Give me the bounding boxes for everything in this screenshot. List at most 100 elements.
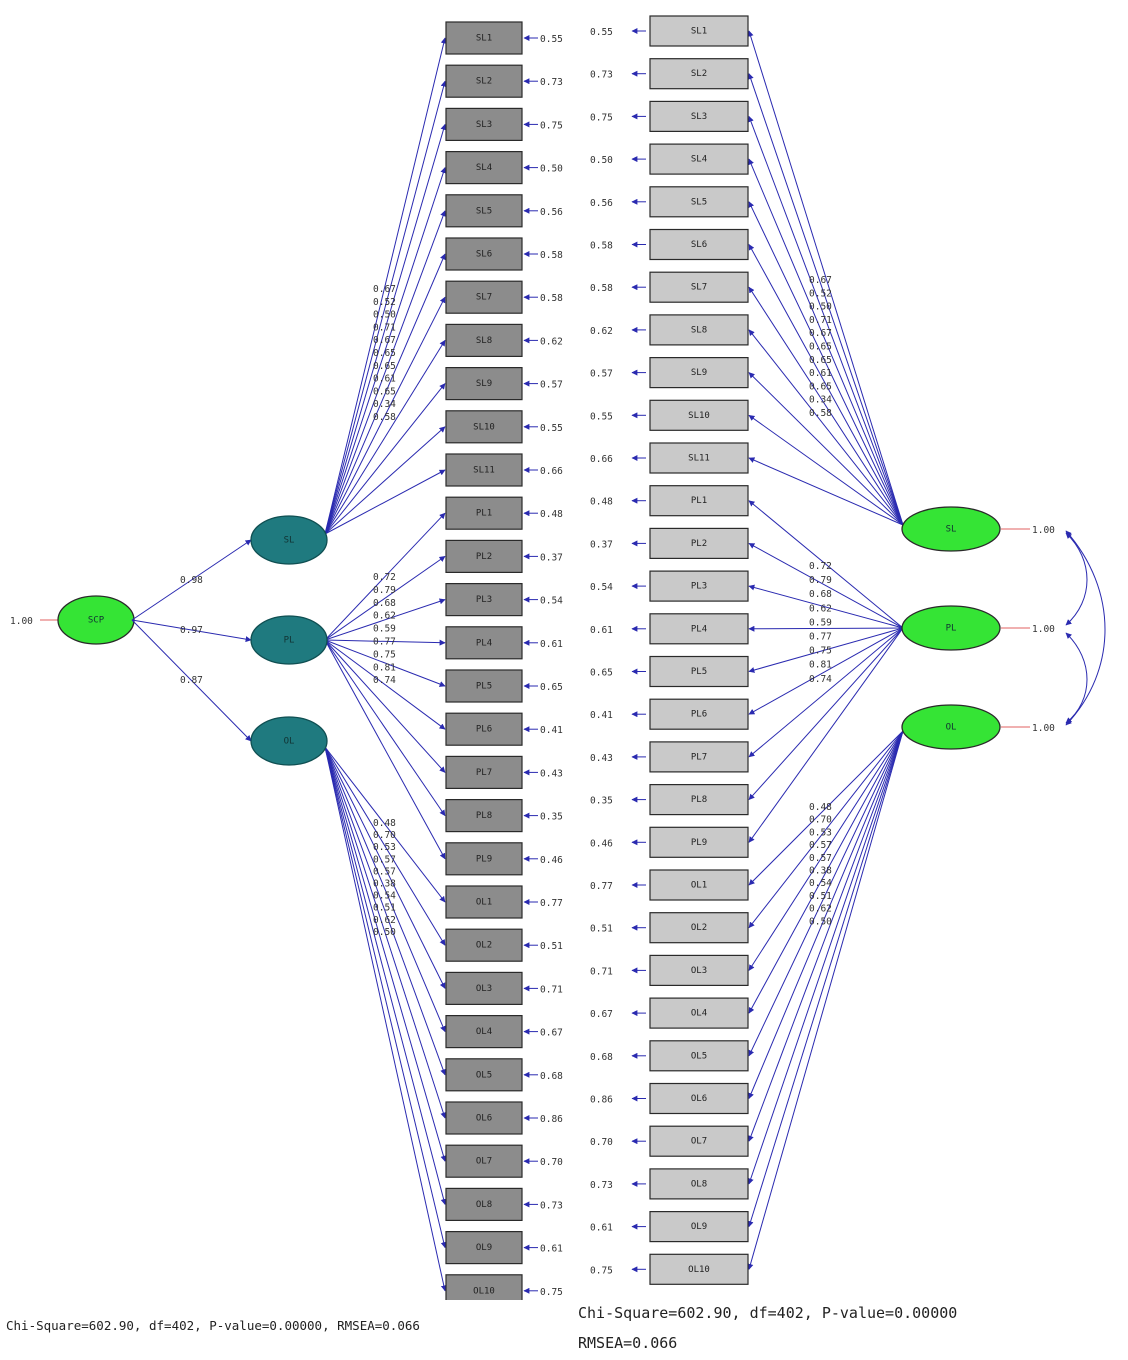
r-indicator-sl6-label: SL6: [691, 240, 707, 250]
r-indicator-ol10-label: OL10: [688, 1265, 710, 1275]
path-scp-ol: [131, 619, 252, 742]
r-indicator-sl3: [649, 100, 749, 133]
r-indicator-ol4: [649, 997, 749, 1029]
indicator-ol2: [445, 928, 523, 962]
indicator-pl9: [445, 842, 523, 876]
r-indicator-pl4-label: PL4: [691, 624, 707, 634]
r-indicator-pl2-label: PL2: [691, 539, 707, 549]
r-indicator-sl7-label: SL7: [691, 283, 707, 293]
loading-pl-1: 0.72: [373, 572, 396, 583]
r-path-pl-pl8: [748, 627, 904, 801]
indicator-pl2-label: PL2: [476, 552, 492, 562]
r-indicator-ol3: [649, 954, 749, 987]
path-sl-sl2: [324, 80, 447, 535]
path-ol-ol4: [324, 746, 446, 1033]
r-error-pl4: 0.61: [590, 625, 613, 636]
r-path-sl-sl10: [748, 414, 904, 526]
r-indicator-pl7-label: PL7: [691, 752, 707, 762]
error-ol8: 0.73: [540, 1200, 563, 1211]
r-loading-sl-7: 0.65: [809, 355, 832, 366]
indicator-pl6: [445, 712, 523, 746]
error-ol4: 0.67: [540, 1028, 563, 1039]
r-path-ol-ol3: [748, 730, 904, 971]
loading-sl-11: 0.58: [373, 412, 396, 423]
indicator-pl6-label: PL6: [476, 725, 492, 735]
indicator-sl1-label: SL1: [476, 34, 492, 44]
r-path-pl-pl6: [748, 627, 904, 715]
r-path-sl-sl9: [748, 372, 904, 526]
r-indicator-sl9-label: SL9: [691, 368, 707, 378]
r-indicator-ol8-label: OL8: [691, 1179, 707, 1189]
indicator-pl4-label: PL4: [476, 638, 492, 648]
r-error-ol3: 0.71: [590, 966, 613, 977]
indicator-ol5-label: OL5: [476, 1070, 492, 1080]
r-path-pl-pl3: [748, 584, 904, 629]
r-indicator-sl1-label: SL1: [691, 27, 707, 37]
indicator-sl3: [445, 107, 523, 142]
loading-sl-7: 0.65: [373, 361, 396, 372]
r-indicator-pl3-label: PL3: [691, 582, 707, 592]
r-error-ol10: 0.75: [590, 1265, 613, 1276]
path-ol-ol6: [324, 746, 447, 1119]
r-indicator-ol10: [649, 1253, 749, 1285]
r-indicator-ol6: [649, 1082, 749, 1115]
r-path-ol-ol5: [748, 730, 904, 1057]
r-indicator-ol7: [649, 1125, 749, 1157]
r-error-sl5: 0.56: [590, 198, 613, 209]
r-path-ol-ol4: [748, 730, 904, 1014]
r-path-pl-pl4: [748, 625, 904, 632]
loading-sl-2: 0.52: [373, 297, 396, 308]
indicator-ol9: [445, 1230, 523, 1265]
error-pl7: 0.43: [540, 768, 563, 779]
error-ol2: 0.51: [540, 941, 563, 952]
path-ol-ol7: [324, 746, 447, 1162]
r-error-pl2: 0.37: [590, 539, 613, 550]
indicator-sl11-label: SL11: [473, 466, 495, 476]
path-ol-ol9: [324, 746, 447, 1249]
r-indicator-sl4: [649, 143, 749, 175]
r-latent-ol-label: OL: [946, 723, 957, 733]
error-pl2: 0.37: [540, 552, 563, 563]
path-sl-sl10: [324, 426, 446, 535]
r-indicator-ol7-label: OL7: [691, 1137, 707, 1147]
r-indicator-sl8-label: SL8: [691, 325, 707, 335]
r-indicator-pl6-label: PL6: [691, 710, 707, 720]
error-sl6: 0.58: [540, 250, 563, 261]
r-indicator-sl5-label: SL5: [691, 197, 707, 207]
r-latent-pl: [901, 605, 1001, 651]
r-loading-ol-9: 0.62: [809, 904, 832, 915]
r-indicator-sl2-label: SL2: [691, 69, 707, 79]
indicator-pl1: [445, 496, 523, 530]
r-error-ol6: 0.86: [590, 1095, 613, 1106]
indicator-pl9-label: PL9: [476, 854, 492, 864]
r-error-ol7: 0.70: [590, 1137, 613, 1148]
r-error-sl9: 0.57: [590, 369, 613, 380]
error-sl4: 0.50: [540, 164, 563, 175]
r-path-sl-sl1: [747, 30, 904, 526]
r-indicator-ol8: [649, 1168, 749, 1200]
r-variance-ol: 1.00: [1032, 723, 1055, 734]
indicator-pl3: [445, 582, 523, 617]
indicator-sl10: [445, 410, 523, 444]
indicator-ol1-label: OL1: [476, 898, 492, 908]
path-ol-ol3: [324, 746, 446, 989]
error-sl9: 0.57: [540, 380, 563, 391]
indicator-pl8-label: PL8: [476, 811, 492, 821]
error-pl9: 0.46: [540, 855, 563, 866]
loading-ol-8: 0.51: [373, 903, 396, 914]
r-loading-sl-6: 0.65: [809, 342, 832, 353]
r-loading-ol-4: 0.57: [809, 840, 832, 851]
cov-sl-ol: [1065, 530, 1106, 726]
r-indicator-sl6: [649, 228, 749, 261]
r-error-sl10: 0.55: [590, 411, 613, 422]
r-error-sl6: 0.58: [590, 241, 613, 252]
error-sl10: 0.55: [540, 423, 563, 434]
r-loading-ol-2: 0.70: [809, 815, 832, 826]
path-ol-ol10: [324, 746, 447, 1292]
path-ol-ol8: [324, 746, 447, 1205]
indicator-ol9-label: OL9: [476, 1243, 492, 1253]
indicator-pl4: [445, 626, 523, 660]
r-indicator-pl6: [649, 698, 749, 730]
path-sl-sl1: [324, 37, 447, 535]
